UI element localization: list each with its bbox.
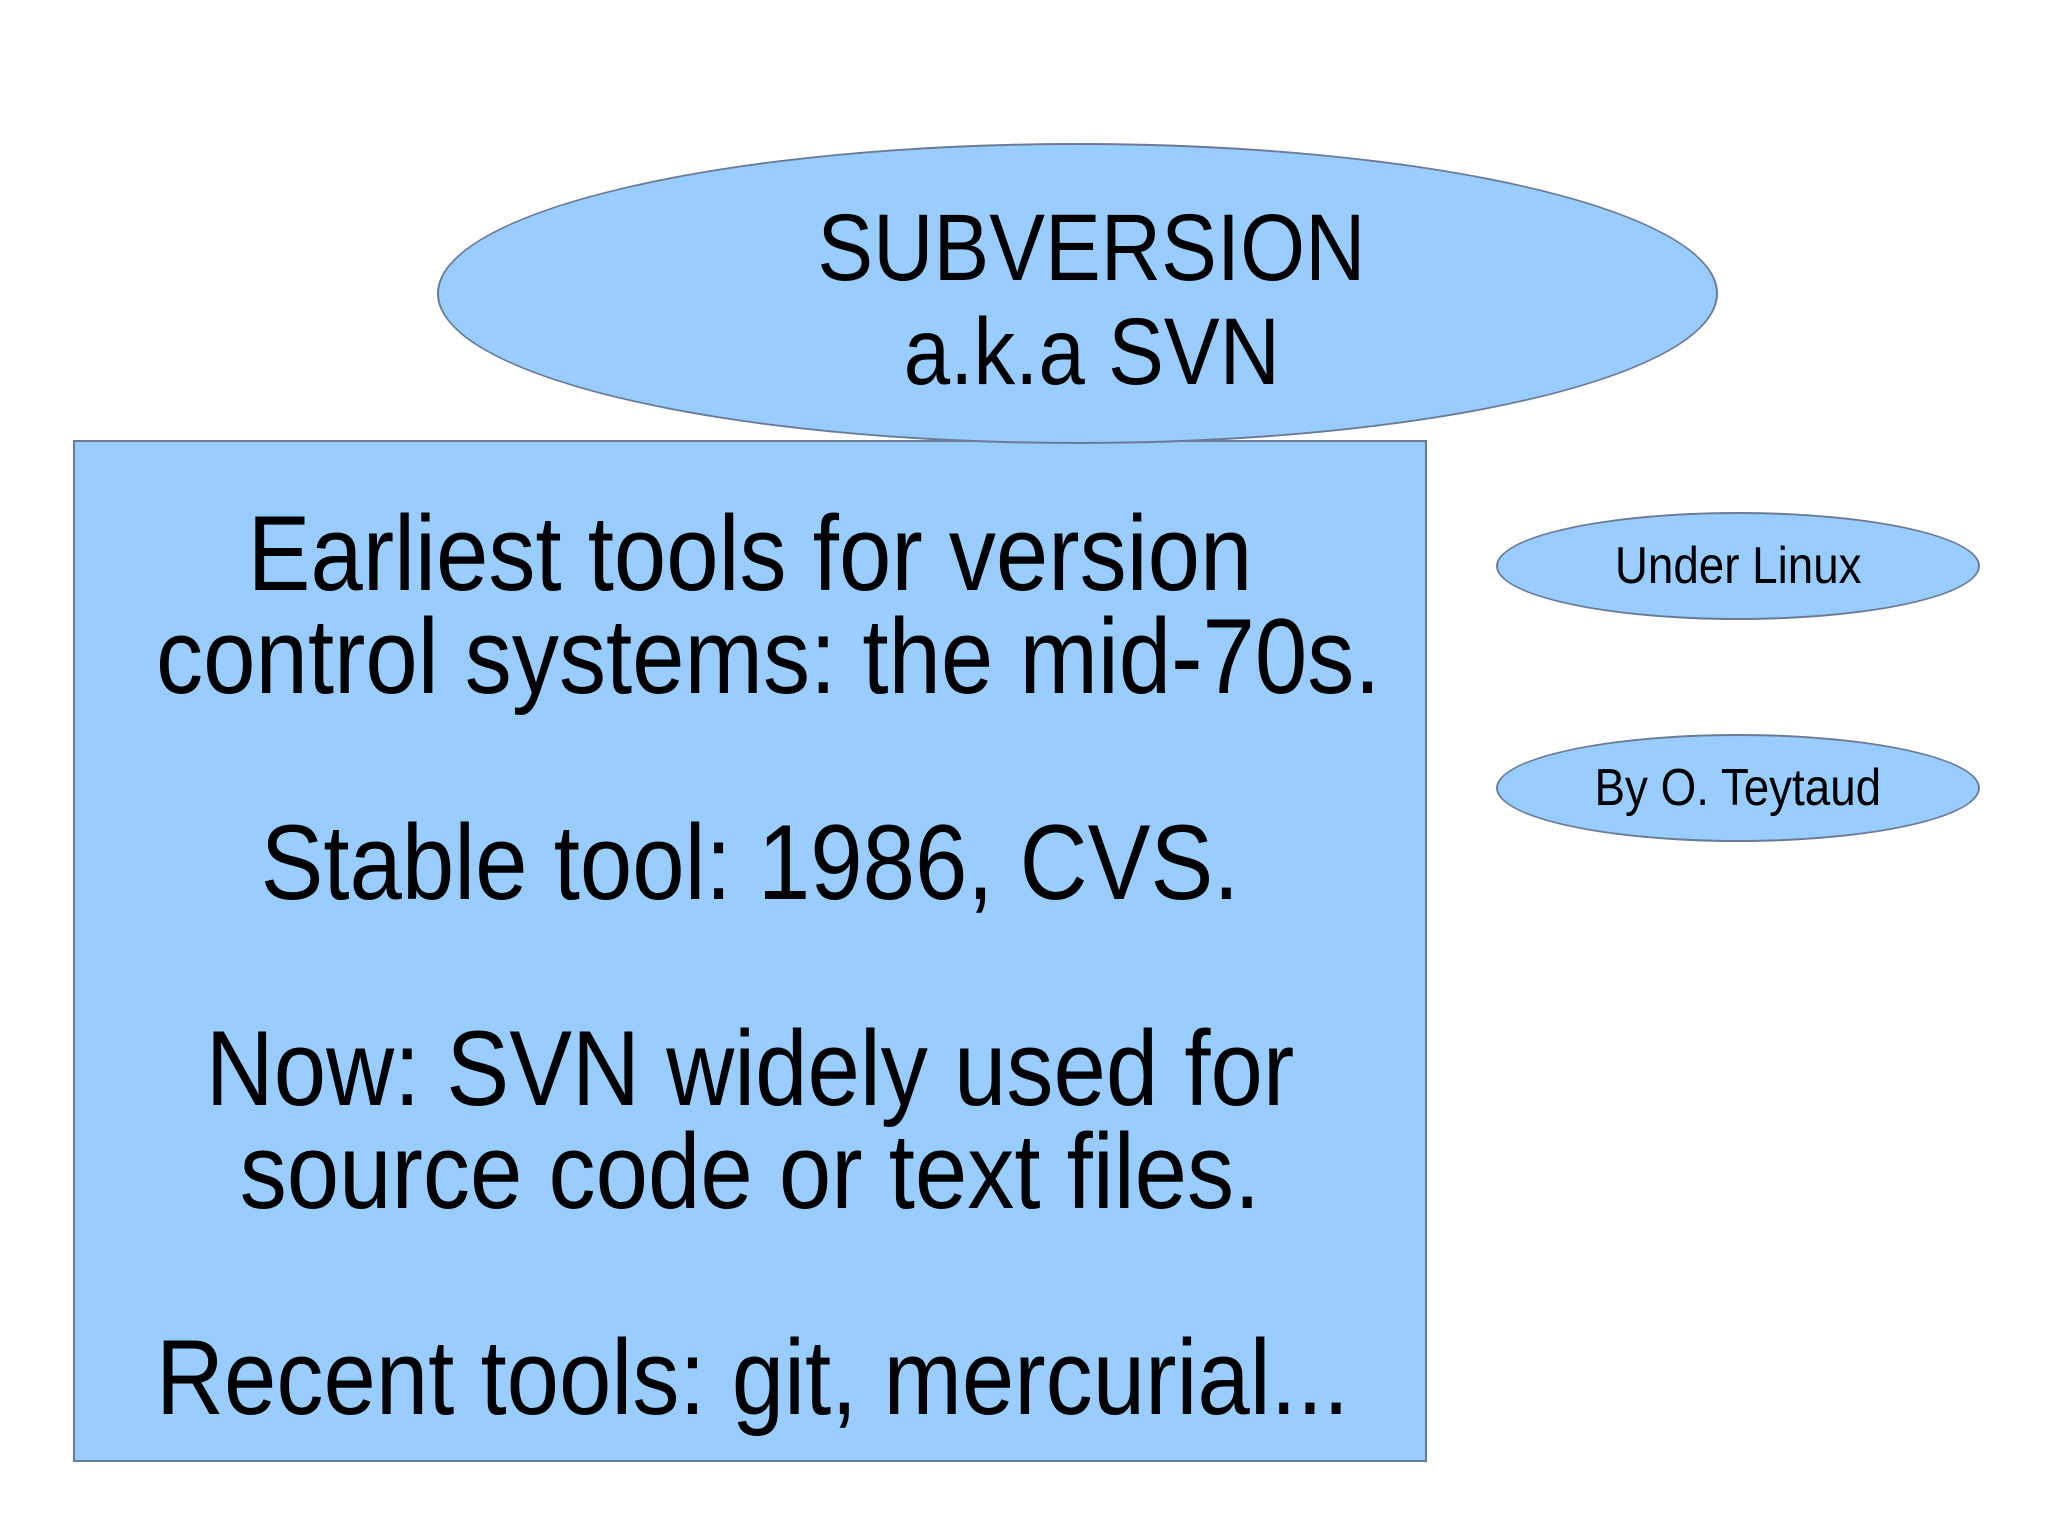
body-line-8-blank [156, 1223, 1344, 1326]
body-line-5-blank [156, 914, 1344, 1017]
body-text-block: Earliest tools for version control syste… [156, 442, 1381, 1437]
title-line-2: a.k.a SVN [903, 298, 1280, 405]
title-ellipse: SUBVERSION a.k.a SVN [437, 143, 1718, 444]
badge-author-label: By O. Teytaud [1594, 759, 1882, 817]
badge-under-linux: Under Linux [1496, 512, 1980, 620]
body-line-2: control systems: the mid-70s. [156, 596, 1381, 716]
badge-author: By O. Teytaud [1496, 734, 1980, 842]
body-panel: Earliest tools for version control syste… [73, 440, 1427, 1462]
badge-under-linux-label: Under Linux [1614, 537, 1862, 595]
body-line-3-blank [156, 708, 1344, 811]
body-line-6: Now: SVN widely used for [205, 1008, 1295, 1128]
body-line-9: Recent tools: git, mercurial... [156, 1317, 1350, 1437]
body-line-7: source code or text files. [239, 1111, 1261, 1231]
title-line-1: SUBVERSION [817, 194, 1366, 301]
body-line-4: Stable tool: 1986, CVS. [260, 802, 1240, 922]
body-line-1: Earliest tools for version [247, 493, 1253, 613]
